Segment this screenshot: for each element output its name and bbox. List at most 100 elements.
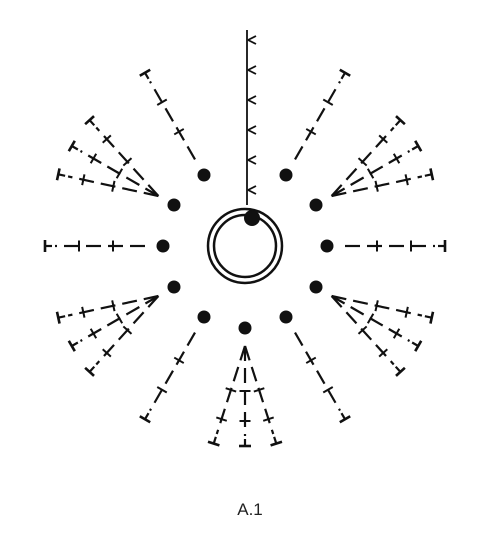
chain-arrowhead: [247, 39, 257, 45]
stitch-stem: [122, 187, 138, 193]
fan-stitch: [330, 115, 406, 197]
stitch-crossbar: [253, 387, 265, 393]
fan-stitch: [55, 168, 159, 198]
round-3-stitches: [55, 115, 435, 448]
stitch-crossbar: [366, 313, 375, 324]
stitch-crossbar: [262, 416, 275, 422]
treble-stitch: [294, 68, 351, 160]
slip-stitch-dot: [197, 310, 211, 324]
chain-arrowhead: [247, 155, 257, 161]
slip-stitch-dot: [309, 198, 323, 212]
slip-stitch-dot: [167, 198, 181, 212]
stitch-stem: [175, 351, 185, 366]
chain-arrowhead: [247, 99, 257, 105]
stitch-crossbar: [102, 348, 112, 358]
fan-stitch: [207, 345, 247, 447]
stitch-stem: [132, 311, 145, 325]
start-dot: [244, 210, 260, 226]
stitch-stem: [106, 317, 121, 327]
stitch-stem: [149, 408, 152, 412]
stitch-stem: [219, 408, 226, 424]
stitch-stem: [95, 360, 101, 366]
fan-stitch: [84, 295, 160, 377]
stitch-crossbar: [322, 98, 334, 106]
stitch-crossbar: [378, 348, 388, 358]
stitch-crossbar: [81, 174, 86, 186]
stitch-stem: [407, 339, 411, 342]
fan-stitch: [331, 168, 435, 198]
stitch-crossbar: [215, 416, 228, 422]
fan-stitch: [243, 345, 283, 447]
stitch-stem: [132, 167, 145, 181]
slip-stitch-dot: [320, 239, 334, 253]
stitch-stem: [103, 135, 115, 148]
stitch-top-stem: [144, 72, 150, 80]
stitch-stem: [95, 126, 101, 132]
stitch-crossbar: [122, 325, 133, 335]
stitch-crossbar: [404, 174, 409, 186]
stitch-stem: [103, 344, 115, 357]
fan-stitch: [84, 115, 160, 197]
stitch-stem: [345, 167, 358, 181]
chain-arrowhead: [247, 69, 257, 75]
stitch-crossbar: [366, 168, 375, 179]
stitch-top-stem: [212, 436, 217, 444]
stitch-crossbar: [225, 387, 237, 393]
stitch-top-stem: [71, 145, 79, 151]
stitch-stem: [67, 313, 73, 317]
stitch-crossbar: [392, 328, 401, 339]
stitch-crossbar: [404, 306, 409, 318]
stitch-stem: [395, 177, 412, 184]
stitch-stem: [338, 80, 341, 84]
stitch-stem: [388, 154, 403, 164]
treble-stitch: [294, 332, 351, 424]
stitch-stem: [369, 317, 384, 327]
chart-caption: A.1: [237, 500, 263, 519]
stitch-stem: [67, 175, 73, 179]
stitch-crossbar: [111, 180, 116, 192]
stitch-stem: [264, 408, 271, 424]
stitch-crossbar: [111, 300, 116, 312]
stitch-stem: [330, 295, 343, 308]
stitch-stem: [294, 332, 304, 347]
treble-stitch: [139, 332, 196, 424]
stitch-stem: [175, 126, 185, 141]
stitch-top-stem: [424, 173, 432, 177]
stitch-stem: [147, 184, 160, 197]
treble-stitch: [345, 240, 447, 252]
stitch-stem: [316, 370, 326, 385]
stitch-stem: [106, 165, 121, 175]
stitch-crossbar: [173, 356, 185, 364]
stitch-stem: [78, 308, 95, 315]
stitch-stem: [122, 299, 138, 305]
stitch-top-stem: [394, 119, 402, 127]
stitch-stem: [350, 306, 365, 316]
stitch-stem: [375, 135, 387, 148]
stitch-stem: [338, 408, 341, 412]
stitch-crossbar: [374, 300, 379, 312]
stitch-crossbar: [115, 168, 124, 179]
chain-arrowhead: [247, 189, 257, 195]
stitch-stem: [143, 294, 159, 301]
stitch-crossbar: [115, 313, 124, 324]
stitch-stem: [153, 88, 163, 103]
stitch-top-bar: [55, 168, 61, 181]
stitch-top-stem: [88, 365, 96, 373]
stitch-top-stem: [411, 145, 419, 151]
stitch-stem: [327, 88, 337, 103]
stitch-stem: [350, 176, 365, 186]
slip-stitch-dot: [156, 239, 170, 253]
stitch-stem: [331, 191, 347, 198]
stitch-crossbar: [81, 306, 86, 318]
stitch-stem: [345, 311, 358, 325]
stitch-top-stem: [273, 436, 278, 444]
stitch-top-stem: [58, 173, 66, 177]
chain-arrowhead: [247, 159, 257, 165]
slip-stitch-dot: [279, 168, 293, 182]
stitch-crossbar: [173, 128, 185, 136]
stitch-stem: [395, 308, 412, 315]
stitch-stem: [186, 145, 196, 160]
stitch-top-stem: [394, 365, 402, 373]
chain-arrowhead: [247, 185, 257, 191]
stitch-stem: [305, 351, 315, 366]
